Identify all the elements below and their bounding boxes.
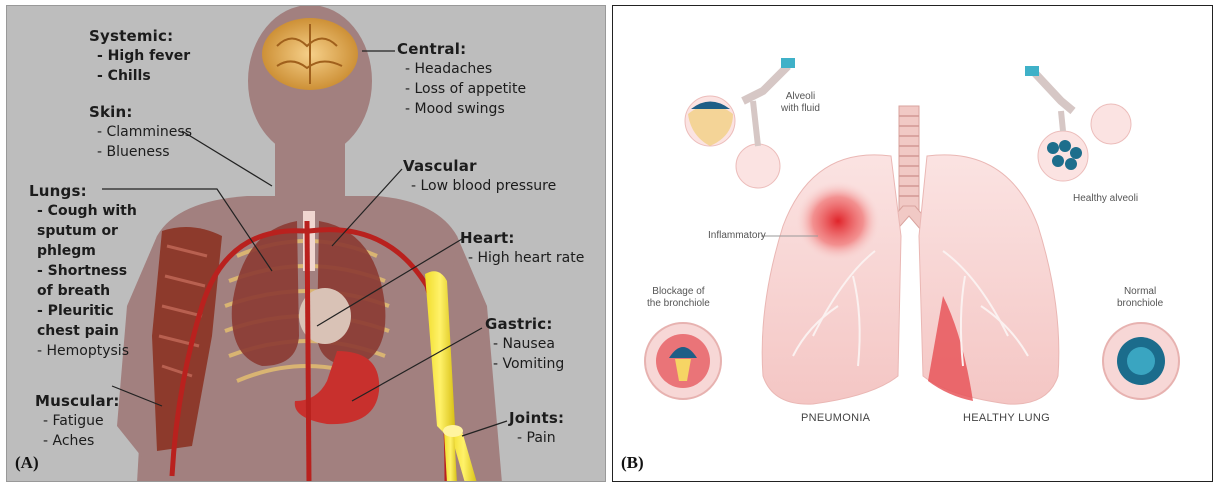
label-heart: Heart: - High heart rate bbox=[460, 228, 584, 268]
label-healthy-alveoli: Healthy alveoli bbox=[1073, 193, 1138, 205]
panel-b-letter: (B) bbox=[621, 453, 644, 473]
label-central: Central: - Headaches - Loss of appetite … bbox=[397, 39, 526, 119]
healthy-alveoli bbox=[1025, 66, 1131, 181]
label-vascular: Vascular - Low blood pressure bbox=[403, 156, 556, 196]
label-inflammatory: Inflammatory bbox=[708, 230, 766, 242]
caption-pneumonia: PNEUMONIA bbox=[801, 412, 870, 424]
label-alveoli-fluid: Alveoli with fluid bbox=[781, 91, 820, 115]
panel-a-symptoms-figure: Systemic: - High fever - Chills Skin: - … bbox=[6, 5, 606, 482]
label-systemic: Systemic: - High fever - Chills bbox=[89, 26, 190, 86]
label-normal-bronchiole: Normal bronchiole bbox=[1117, 286, 1163, 310]
inflammation-spot bbox=[796, 181, 880, 261]
caption-healthy-lung: HEALTHY LUNG bbox=[963, 412, 1050, 424]
label-joints: Joints: - Pain bbox=[509, 408, 564, 448]
normal-bronchiole bbox=[1103, 323, 1179, 399]
panel-a-letter: (A) bbox=[15, 453, 39, 473]
label-muscular: Muscular: - Fatigue - Aches bbox=[35, 391, 120, 451]
alveoli-fluid bbox=[685, 58, 795, 188]
label-lungs: Lungs: - Cough with sputum or phlegm - S… bbox=[29, 181, 137, 361]
label-gastric: Gastric: - Nausea - Vomiting bbox=[485, 314, 564, 374]
panel-b-lung-comparison: Alveoli with fluid Healthy alveoli Infla… bbox=[612, 5, 1213, 482]
blocked-bronchiole bbox=[645, 323, 721, 399]
label-skin: Skin: - Clamminess - Blueness bbox=[89, 102, 192, 162]
label-blockage: Blockage of the bronchiole bbox=[647, 286, 710, 310]
lung-illustration bbox=[613, 6, 1213, 482]
